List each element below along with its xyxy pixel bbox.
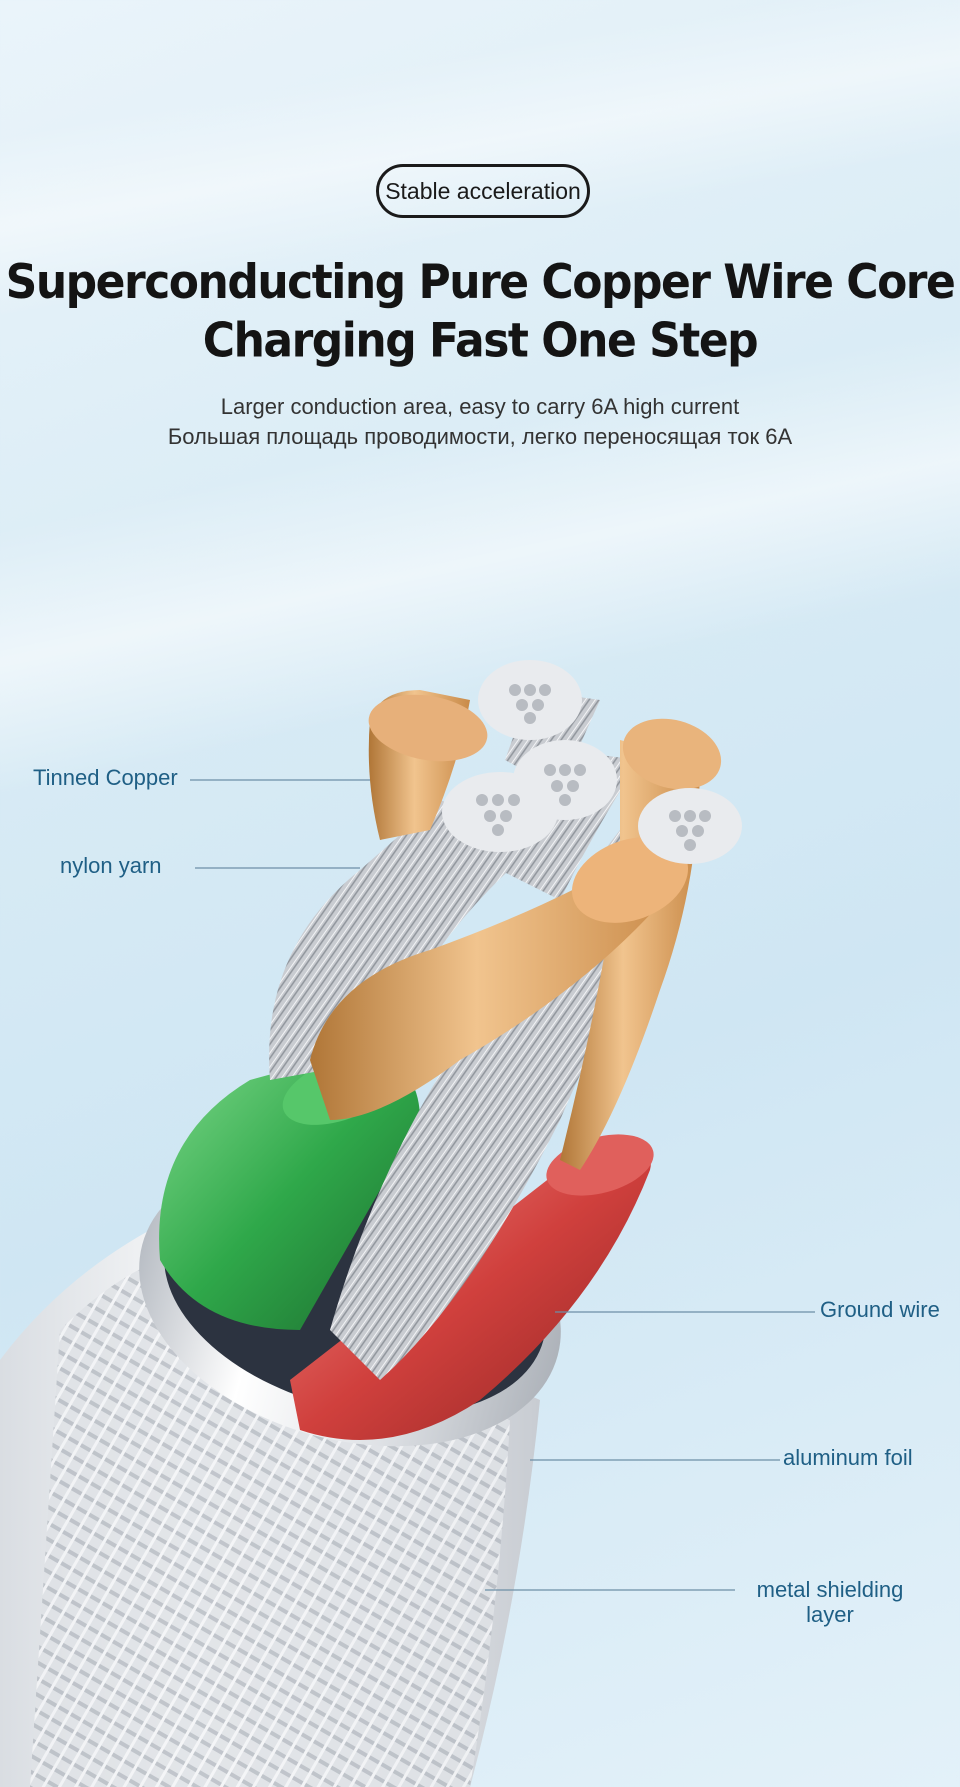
- strand-end-faces: [442, 660, 742, 864]
- copper-core-front: [310, 837, 689, 1120]
- page-title: Superconducting Pure Copper Wire Core Ch…: [0, 254, 960, 371]
- title-line-1: Superconducting Pure Copper Wire Core: [5, 254, 956, 310]
- label-metal-shielding-line1: metal shielding: [756, 1577, 904, 1602]
- title-line-2: Charging Fast One Step: [202, 313, 759, 369]
- subtitle-russian: Большая площадь проводимости, легко пере…: [167, 424, 793, 449]
- label-aluminum-foil: aluminum foil: [783, 1445, 913, 1470]
- feature-badge: Stable acceleration: [376, 164, 590, 218]
- label-tinned-copper: Tinned Copper: [33, 765, 178, 790]
- subtitle-english: Larger conduction area, easy to carry 6A…: [220, 394, 740, 419]
- label-metal-shielding-layer: metal shielding layer: [738, 1577, 922, 1627]
- label-ground-wire: Ground wire: [820, 1297, 940, 1322]
- label-metal-shielding-line2: layer: [806, 1602, 854, 1627]
- copper-core-left: [368, 690, 488, 840]
- badge-text: Stable acceleration: [385, 177, 581, 204]
- leader-lines: [190, 779, 815, 1591]
- subtitle: Larger conduction area, easy to carry 6A…: [0, 392, 960, 452]
- label-nylon-yarn: nylon yarn: [60, 853, 162, 878]
